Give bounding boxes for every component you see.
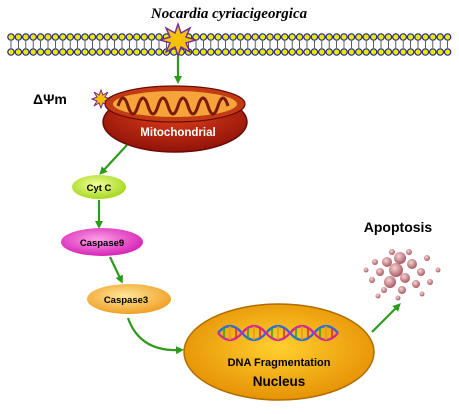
apoptotic-body <box>376 268 384 276</box>
apoptotic-body <box>375 293 381 299</box>
pathogen-title: Nocardia cyriacigeorgica <box>150 6 308 22</box>
apoptotic-body <box>369 277 375 283</box>
arrow-to-caspase3 <box>109 256 123 284</box>
apoptotic-body <box>412 280 420 288</box>
apoptotic-body <box>417 268 425 276</box>
apoptotic-body <box>394 252 406 264</box>
apoptosis-label: Apoptosis <box>364 219 433 235</box>
apoptotic-body <box>398 286 406 294</box>
apoptotic-body <box>406 249 412 255</box>
apoptotic-body <box>389 249 395 255</box>
apoptotic-body <box>435 267 441 273</box>
apoptotic-body <box>382 257 392 267</box>
apoptotic-body <box>384 276 396 288</box>
apoptotic-body <box>427 279 433 285</box>
apoptotic-body <box>381 287 387 293</box>
apoptotic-body <box>363 267 369 273</box>
apoptotic-body <box>372 259 378 265</box>
apoptotic-body <box>400 273 410 283</box>
caspase3-node <box>87 284 171 314</box>
apoptotic-bodies-icon <box>363 249 441 301</box>
cytc-label: Cyt C <box>87 183 112 194</box>
apoptotic-body <box>424 255 430 261</box>
caspase3-label: Caspase3 <box>104 295 148 306</box>
arrow-to-cytc <box>99 144 128 175</box>
cell-membrane <box>7 33 452 56</box>
cytc-node <box>72 175 126 199</box>
arrow-to-nucleus <box>126 317 184 355</box>
apoptotic-body <box>389 263 403 277</box>
apoptotic-body <box>395 295 401 301</box>
arrow-to-apoptosis <box>371 303 401 333</box>
caspase9-node <box>61 228 143 256</box>
apoptotic-body <box>407 259 417 269</box>
membrane-potential-label: ΔΨm <box>33 91 67 107</box>
nucleus-label: Nucleus <box>253 374 306 389</box>
dna-fragmentation-label: DNA Fragmentation <box>228 357 331 369</box>
caspase9-label: Caspase9 <box>80 238 124 249</box>
dna-helix-icon <box>217 324 339 342</box>
apoptotic-body <box>419 291 425 297</box>
mitochondrion-label: Mitochondrial <box>140 127 215 139</box>
mitochondrion <box>102 85 248 153</box>
